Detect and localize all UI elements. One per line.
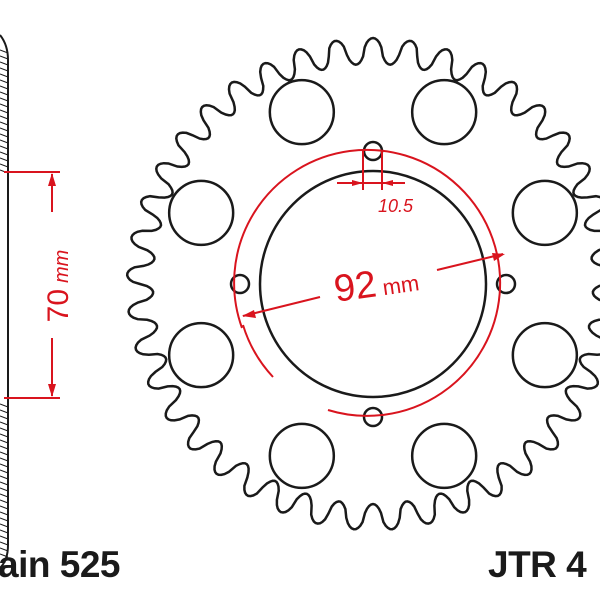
hatch-line [0, 61, 9, 66]
bolt-hole-dimension: 10.5 [378, 196, 414, 216]
hatch-line [0, 55, 9, 60]
center-bore [258, 169, 488, 399]
arrow-left-icon [242, 310, 256, 318]
hatch-line [0, 445, 9, 450]
hatch-line [0, 427, 9, 432]
hub-width-dimension: 70mm [42, 250, 75, 323]
hatch-line [0, 115, 9, 120]
pitch-circle-arc-lower [242, 324, 274, 378]
hatch-line [0, 163, 9, 168]
bolt-hole [229, 273, 251, 295]
hatch-line [0, 97, 9, 102]
side-teeth-hatching [0, 49, 9, 558]
hatch-line [0, 415, 9, 420]
hatch-line [0, 493, 9, 498]
sprocket-teeth-outline [125, 36, 600, 531]
bolt-hole [362, 406, 384, 428]
hatch-line [0, 487, 9, 492]
arrow-down-icon [48, 384, 56, 397]
part-number-label: JTR 4 [488, 544, 587, 585]
hatch-line [0, 103, 9, 108]
lightening-holes [167, 78, 579, 490]
hatch-line [0, 151, 9, 156]
hatch-line [0, 517, 9, 522]
hatch-line [0, 139, 9, 144]
hatch-line [0, 67, 9, 72]
lightening-hole [410, 78, 478, 146]
pcd-dim-line-left [242, 296, 321, 317]
lightening-hole [511, 179, 579, 247]
lightening-hole [268, 422, 336, 490]
hatch-line [0, 463, 9, 468]
hatch-line [0, 439, 9, 444]
hatch-line [0, 403, 9, 408]
hatch-line [0, 529, 9, 534]
arrow-right-icon [492, 253, 505, 261]
hatch-line [0, 91, 9, 96]
arrow-up-icon [48, 173, 56, 186]
hatch-line [0, 73, 9, 78]
pitch-circle-dimension: 92mm [331, 257, 421, 310]
lightening-hole [167, 179, 235, 247]
hatch-line [0, 475, 9, 480]
hatch-line [0, 127, 9, 132]
hatch-line [0, 121, 9, 126]
hatch-line [0, 79, 9, 84]
hatch-line [0, 511, 9, 516]
hatch-line [0, 553, 9, 558]
hatch-line [0, 541, 9, 546]
lightening-hole [167, 321, 235, 389]
hatch-line [0, 505, 9, 510]
arrow-left-icon [382, 180, 393, 186]
lightening-hole [511, 321, 579, 389]
hatch-line [0, 421, 9, 426]
chain-size-label: ain 525 [0, 544, 120, 585]
dimension-lines [4, 148, 505, 417]
bolt-hole [495, 273, 517, 295]
hatch-line [0, 133, 9, 138]
hatch-line [0, 499, 9, 504]
side-profile [0, 34, 9, 569]
hatch-line [0, 85, 9, 90]
bolt-holes [229, 140, 517, 428]
hatch-line [0, 451, 9, 456]
pitch-circle-arc [233, 148, 502, 417]
hatch-line [0, 523, 9, 528]
hatch-line [0, 157, 9, 162]
hatch-line [0, 109, 9, 114]
hatch-line [0, 457, 9, 462]
hatch-line [0, 145, 9, 150]
hatch-line [0, 535, 9, 540]
hatch-line [0, 49, 9, 54]
hatch-line [0, 469, 9, 474]
arrow-right-icon [352, 180, 363, 186]
sprocket-side-view [0, 34, 9, 569]
hatch-line [0, 481, 9, 486]
hatch-line [0, 547, 9, 552]
lightening-hole [268, 78, 336, 146]
hatch-line [0, 409, 9, 414]
hatch-line [0, 433, 9, 438]
pcd-dim-line-right [436, 253, 504, 271]
lightening-hole [410, 422, 478, 490]
